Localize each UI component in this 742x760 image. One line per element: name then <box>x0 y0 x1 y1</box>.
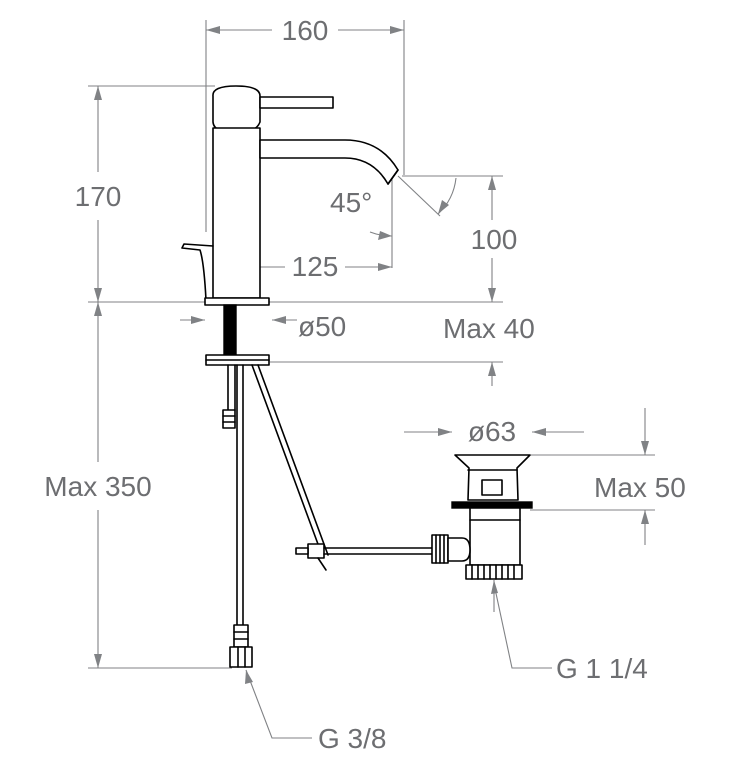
pop-up-waste <box>431 454 533 580</box>
label-max-40: Max 40 <box>443 313 535 344</box>
label-height-100: 100 <box>471 224 518 255</box>
label-height-170: 170 <box>75 181 122 212</box>
label-angle-45: 45° <box>330 187 372 218</box>
label-width-160: 160 <box>282 15 329 46</box>
label-thread-g114: G 1 1/4 <box>556 653 648 684</box>
label-reach-125: 125 <box>292 251 339 282</box>
dimension-lines <box>88 20 655 739</box>
label-max-50: Max 50 <box>594 472 686 503</box>
label-diameter-63: ø63 <box>468 416 516 447</box>
dimension-labels: 160 170 45° 100 125 ø50 Max 40 Max 350 ø… <box>44 15 686 754</box>
faucet-body <box>181 85 399 306</box>
label-max-350: Max 350 <box>44 471 151 502</box>
label-thread-g38: G 3/8 <box>318 723 386 754</box>
mounting-assembly <box>205 304 433 668</box>
label-diameter-50: ø50 <box>298 311 346 342</box>
